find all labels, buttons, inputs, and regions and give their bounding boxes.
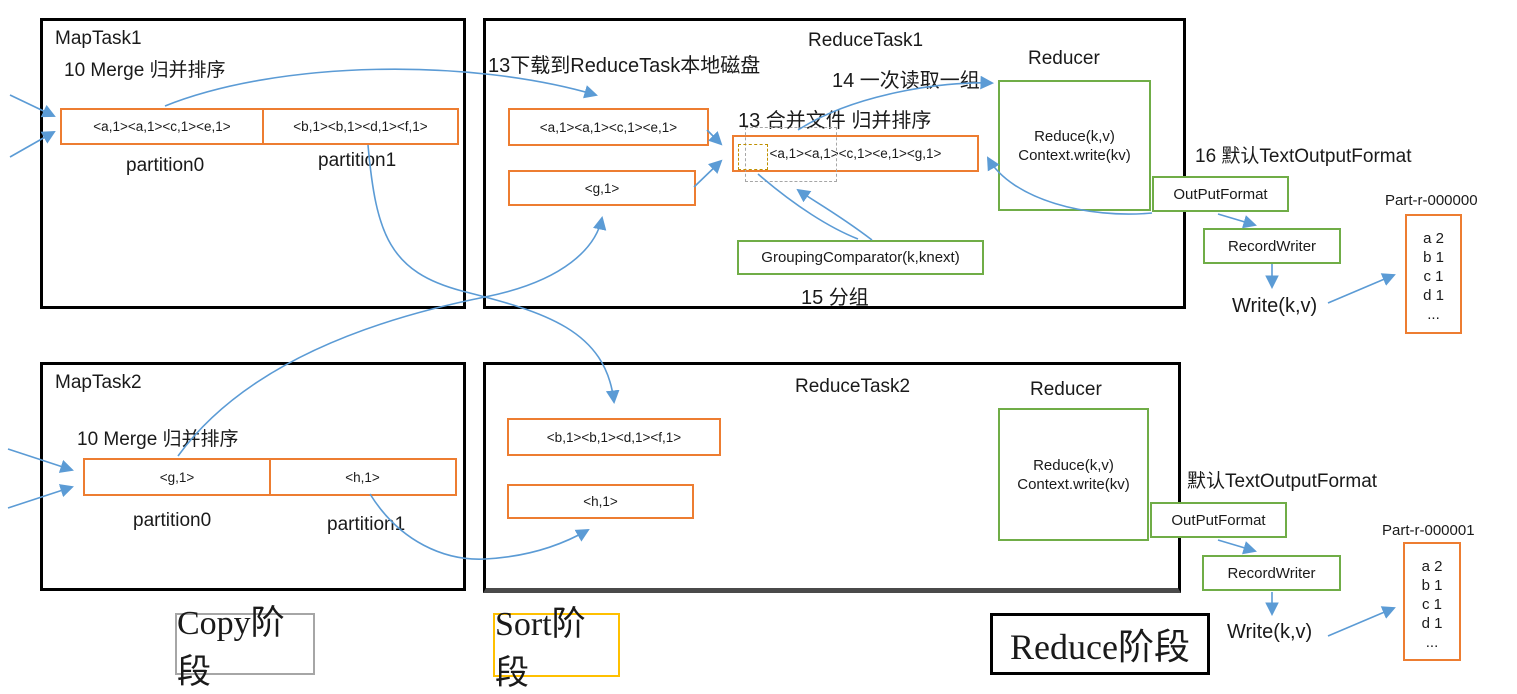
outputformat2-box: OutPutFormat (1150, 502, 1287, 538)
copy-stage-label: Copy阶段 (175, 605, 315, 691)
reducer2-title: Reducer (1030, 379, 1102, 400)
maptask2-partition0-data: <g,1> (159, 469, 195, 485)
reduce-call-label: Reduce(k,v) (1033, 456, 1114, 474)
rt2-spill-file-h: <h,1> (507, 484, 694, 519)
textoutputformat2-label: 默认TextOutputFormat (1187, 471, 1378, 492)
write1-label: Write(k,v) (1232, 295, 1318, 317)
rt1-merged-file: <a,1><a,1><c,1><e,1><g,1> (732, 135, 979, 172)
reducetask1-title: ReduceTask1 (808, 30, 924, 51)
maptask2-title: MapTask2 (55, 372, 142, 393)
maptask1-partition-row: <a,1><a,1><c,1><e,1> <b,1><b,1><d,1><f,1… (60, 108, 459, 145)
part2-title: Part-r-000001 (1382, 522, 1475, 539)
partition-divider (262, 110, 264, 143)
current-key-dashed-box (738, 144, 768, 170)
grouping-label: 15 分组 (801, 287, 869, 309)
read-one-group-label: 14 一次读取一组 (832, 70, 980, 92)
reduce-stage-label: Reduce阶段 (990, 613, 1210, 675)
reduce-call-label: Reduce(k,v) (1034, 127, 1115, 145)
partition-divider (269, 460, 271, 494)
write2-to-part2-arrow (1327, 606, 1396, 637)
download-to-disk-label: 13下载到ReduceTask本地磁盘 (488, 55, 761, 77)
reducetask2-title: ReduceTask2 (795, 376, 911, 397)
part2-line: a 2 (1421, 558, 1443, 575)
outputformat2-to-recordwriter2-arrow (1217, 539, 1257, 555)
write1-to-part1-arrow (1327, 273, 1396, 304)
part2-line: b 1 (1421, 577, 1443, 594)
maptask1-partition0-data: <a,1><a,1><c,1><e,1> (93, 119, 231, 134)
reducer1-box: Reduce(k,v) Context.write(kv) (998, 80, 1151, 211)
maptask1-partition1-label: partition1 (318, 150, 397, 171)
maptask2-partition-row: <g,1> <h,1> (83, 458, 457, 496)
rt1-spill-file-g: <g,1> (508, 170, 696, 206)
maptask1-partition0-label: partition0 (126, 155, 205, 176)
part2-line: d 1 (1421, 615, 1443, 632)
write2-label: Write(k,v) (1227, 621, 1313, 643)
maptask1-partition1-data: <b,1><b,1><d,1><f,1> (293, 119, 428, 134)
maptask2-partition1-data: <h,1> (345, 469, 380, 485)
maptask2-partition0-label: partition0 (133, 510, 212, 531)
context-write-label: Context.write(kv) (1018, 146, 1131, 164)
recordwriter1-box: RecordWriter (1203, 228, 1341, 264)
maptask1-title: MapTask1 (55, 28, 142, 49)
part1-line: a 2 (1423, 230, 1444, 247)
sort-stage-label: Sort阶段 (493, 606, 620, 692)
part2-file-box: a 2 b 1 c 1 d 1 ... (1403, 542, 1461, 661)
part1-title: Part-r-000000 (1385, 192, 1478, 209)
reducetask2-box (483, 362, 1181, 593)
part1-line: c 1 (1423, 268, 1444, 285)
context-write-label: Context.write(kv) (1017, 475, 1130, 493)
reducer1-title: Reducer (1028, 48, 1100, 69)
outputformat1-to-recordwriter1-arrow (1217, 213, 1257, 229)
part1-line: d 1 (1423, 287, 1444, 304)
part1-file-box: a 2 b 1 c 1 d 1 ... (1405, 214, 1462, 334)
maptask2-partition1-label: partition1 (327, 514, 406, 535)
reducer2-box: Reduce(k,v) Context.write(kv) (998, 408, 1149, 541)
rt2-spill-file-b: <b,1><b,1><d,1><f,1> (507, 418, 721, 456)
part1-line: ... (1427, 306, 1440, 323)
maptask2-merge-label: 10 Merge 归并排序 (77, 429, 239, 450)
maptask1-merge-label: 10 Merge 归并排序 (64, 60, 226, 81)
grouping-comparator-box: GroupingComparator(k,knext) (737, 240, 984, 275)
part2-line: ... (1425, 634, 1439, 651)
recordwriter2-box: RecordWriter (1202, 555, 1341, 591)
outputformat1-box: OutPutFormat (1152, 176, 1289, 212)
part2-line: c 1 (1421, 596, 1442, 613)
part1-line: b 1 (1423, 249, 1444, 266)
textoutputformat1-label: 16 默认TextOutputFormat (1195, 146, 1412, 167)
rt1-spill-file-a: <a,1><a,1><c,1><e,1> (508, 108, 709, 146)
